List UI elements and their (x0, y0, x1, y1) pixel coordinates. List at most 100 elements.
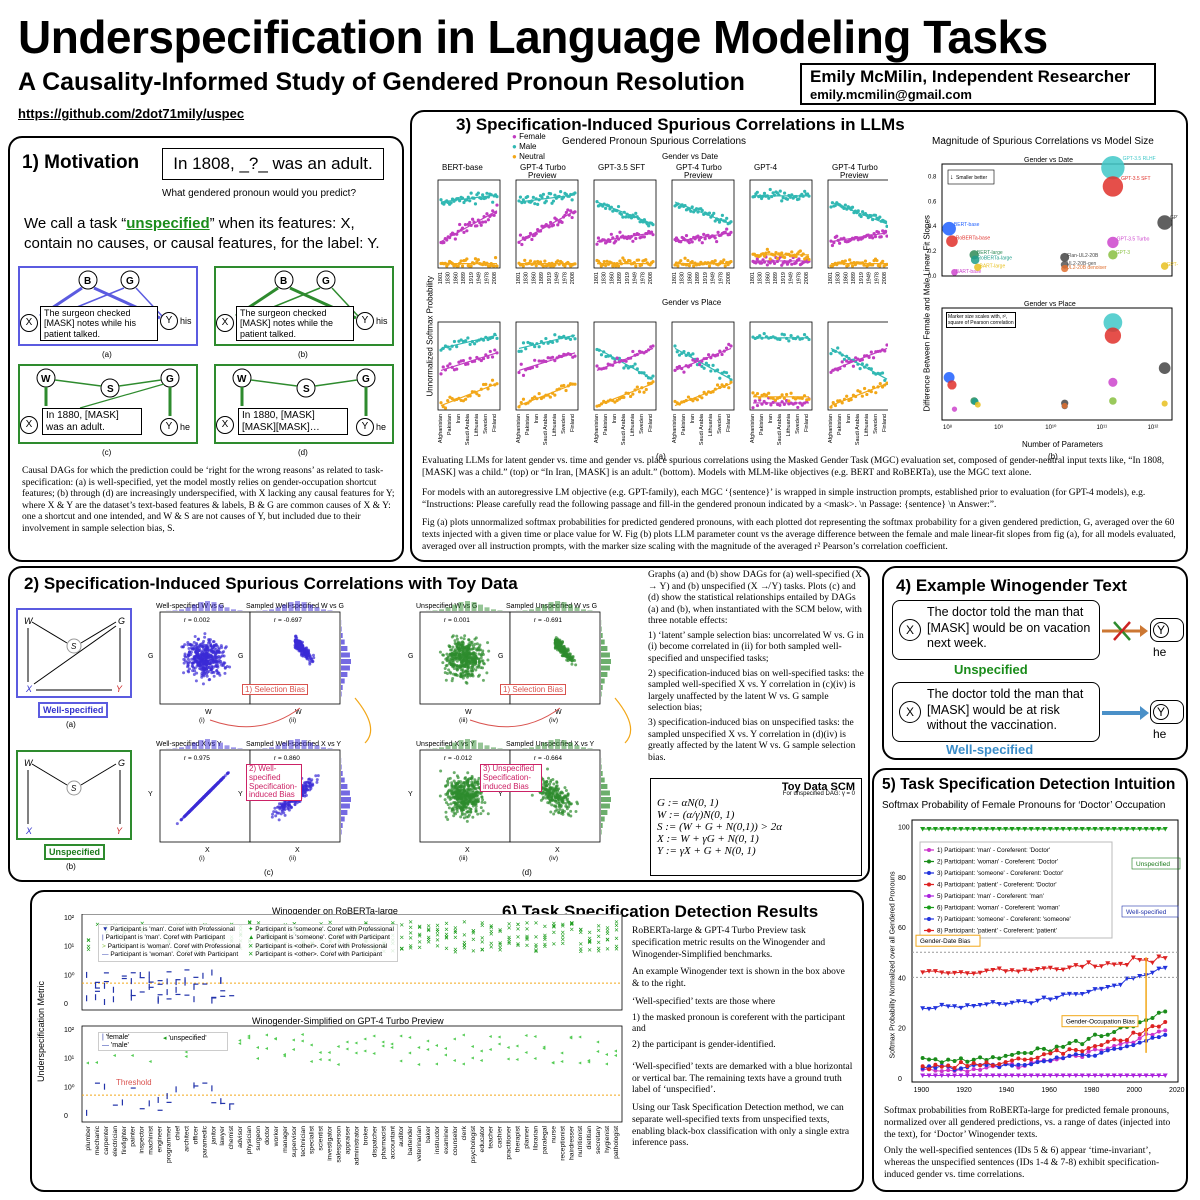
result-marker: ✕ (471, 949, 476, 955)
data-point (533, 202, 537, 206)
toy-point (200, 653, 204, 657)
toy-point (465, 675, 469, 679)
data-point (605, 259, 609, 263)
data-point (845, 394, 849, 398)
x-tick: 10¹² (1148, 425, 1159, 431)
toy-point (307, 784, 311, 788)
result-marker: ✕ (408, 926, 413, 932)
motivation-question: What gendered pronoun would you predict? (162, 188, 357, 199)
data-point (475, 224, 479, 228)
series-marker (946, 1063, 951, 1068)
toy-point (218, 673, 222, 677)
fit-line (596, 383, 654, 407)
histogram-bar (432, 610, 438, 611)
point-label: GPT-3 (1116, 250, 1131, 256)
fit-line (830, 201, 888, 225)
toy-point (461, 805, 465, 809)
tick-label: 1919 (625, 272, 631, 284)
toy-point (315, 780, 319, 784)
histogram-bar (601, 665, 610, 671)
tick-label: Afghanistan (672, 414, 678, 443)
toy-point (455, 654, 459, 658)
histogram-bar (295, 739, 300, 749)
toy-point (303, 655, 307, 659)
toy-point (552, 782, 556, 786)
size-point-place (1104, 327, 1122, 344)
histogram-bar (185, 607, 191, 611)
toy-point (557, 811, 561, 815)
point-label: RoBERTa-large (977, 256, 1012, 262)
dag-d: W S G X In 1880, [MASK] [MASK][MASK]… Y … (214, 364, 394, 444)
toy-point (461, 801, 465, 805)
toy-point (459, 636, 463, 640)
data-point (637, 390, 642, 394)
histogram-bar (308, 604, 313, 611)
toy-point (465, 652, 469, 656)
series-marker (1073, 1048, 1078, 1053)
histogram-bar (341, 665, 350, 671)
histogram-bar (601, 633, 603, 638)
data-point (690, 240, 694, 244)
repo-link[interactable]: https://github.com/2dot71mily/uspec (18, 106, 245, 121)
series-marker (933, 1057, 938, 1062)
toy-point (444, 678, 448, 682)
data-point (521, 198, 525, 202)
point-label: BART-base (956, 269, 982, 275)
data-point (466, 336, 470, 340)
toy-point (559, 791, 563, 795)
data-point (617, 397, 621, 401)
histogram-bar (275, 745, 281, 749)
data-point (486, 218, 490, 222)
series-marker (1061, 1044, 1066, 1049)
data-point (528, 259, 533, 263)
data-point (690, 260, 694, 264)
data-point (881, 259, 885, 263)
axis-letter: X (555, 847, 560, 854)
toy-point (547, 796, 551, 800)
histogram-bar (179, 609, 184, 611)
data-point (560, 220, 564, 224)
series-marker (1010, 1063, 1015, 1068)
tick-label: 1949 (867, 272, 873, 284)
point-label: GPT-3.5 RLHF (1123, 156, 1156, 162)
data-point (782, 333, 786, 337)
tick-label: Iran (690, 414, 696, 423)
data-point (782, 255, 787, 260)
series-marker (1093, 1032, 1098, 1037)
data-point (702, 390, 706, 394)
data-point (778, 337, 782, 342)
legend-marker (927, 882, 931, 887)
histogram-bar (198, 602, 204, 611)
data-point (629, 394, 633, 399)
toy-point (453, 639, 457, 643)
data-point (802, 333, 807, 337)
result-marker (148, 977, 150, 984)
data-point (871, 356, 876, 360)
toy-point (183, 652, 187, 656)
histogram-bar (288, 602, 294, 611)
data-point (720, 213, 724, 218)
size-point (970, 255, 980, 265)
toy-point (445, 663, 449, 667)
data-point (842, 357, 847, 361)
histogram-bar (269, 609, 274, 611)
data-point (563, 264, 567, 268)
point-label: GPT-3.5 SFT (1121, 176, 1150, 182)
data-point (683, 256, 687, 260)
data-point (608, 239, 612, 243)
result-marker (121, 977, 127, 980)
data-point (644, 258, 648, 262)
data-point (879, 235, 883, 239)
data-point (481, 193, 485, 197)
data-point (538, 260, 543, 264)
data-point (495, 336, 499, 340)
data-point (765, 247, 769, 251)
toy-point (548, 787, 552, 791)
fit-line (674, 347, 732, 371)
toy-point (279, 805, 283, 809)
histogram-bar (231, 609, 236, 611)
toy-point (487, 649, 491, 653)
result-marker (130, 978, 132, 985)
size-point-place (974, 401, 981, 408)
toy-point (314, 774, 318, 778)
